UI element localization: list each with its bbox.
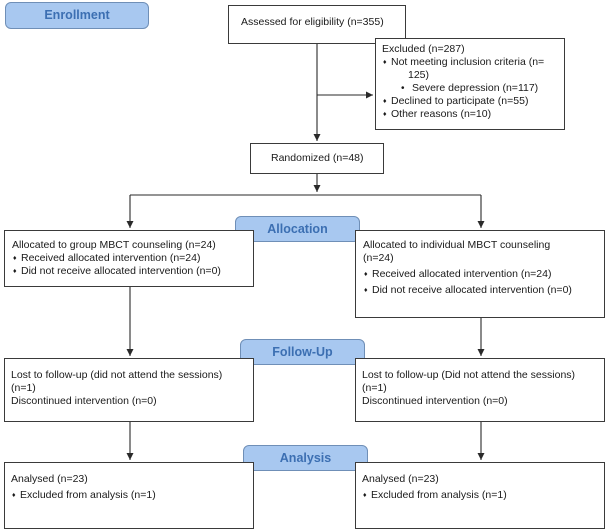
followup-group-box: Lost to follow-up (did not attend the se…	[4, 358, 254, 422]
stage-allocation: Allocation	[235, 216, 360, 242]
randomized-text: Randomized (n=48)	[271, 152, 364, 164]
stage-followup-label: Follow-Up	[272, 345, 333, 359]
excluded-box: Excluded (n=287) Not meeting inclusion c…	[375, 38, 565, 130]
excluded-not-meeting: Not meeting inclusion criteria (n=	[382, 56, 564, 69]
followup-individual-lost-count: (n=1)	[362, 382, 387, 394]
analysis-individual-box: Analysed (n=23) Excluded from analysis (…	[355, 462, 605, 529]
followup-individual-lost: Lost to follow-up (Did not attend the se…	[362, 369, 576, 381]
excluded-other: Other reasons (n=10)	[382, 108, 564, 121]
followup-group-lost-count: (n=1)	[11, 382, 36, 394]
followup-individual-box: Lost to follow-up (Did not attend the se…	[355, 358, 605, 422]
allocation-individual-box: Allocated to individual MBCT counseling …	[355, 230, 605, 318]
allocation-individual-received: Received allocated intervention (n=24)	[363, 268, 604, 281]
excluded-not-meeting-count: 125)	[408, 69, 430, 81]
followup-group-discontinued: Discontinued intervention (n=0)	[11, 395, 157, 407]
stage-followup: Follow-Up	[240, 339, 365, 365]
excluded-title: Excluded (n=287)	[382, 43, 465, 55]
stage-allocation-label: Allocation	[267, 222, 328, 236]
allocation-individual-title: Allocated to individual MBCT counseling	[363, 239, 551, 251]
allocation-individual-not-received: Did not receive allocated intervention (…	[363, 284, 604, 297]
followup-group-lost: Lost to follow-up (did not attend the se…	[11, 369, 223, 381]
stage-enrollment: Enrollment	[5, 2, 149, 29]
stage-analysis-label: Analysis	[279, 451, 332, 465]
excluded-declined: Declined to participate (n=55)	[382, 95, 564, 108]
allocation-group-title: Allocated to group MBCT counseling (n=24…	[12, 239, 216, 251]
assessed-box: Assessed for eligibility (n=355)	[228, 5, 406, 44]
stage-analysis: Analysis	[243, 445, 368, 471]
analysis-individual-excluded: Excluded from analysis (n=1)	[362, 489, 604, 502]
analysis-group-box: Analysed (n=23) Excluded from analysis (…	[4, 462, 254, 529]
randomized-box: Randomized (n=48)	[250, 143, 384, 174]
followup-individual-discontinued: Discontinued intervention (n=0)	[362, 395, 508, 407]
analysis-group-analysed: Analysed (n=23)	[11, 473, 88, 485]
analysis-group-excluded: Excluded from analysis (n=1)	[11, 489, 253, 502]
allocation-individual-count: (n=24)	[363, 252, 394, 264]
allocation-group-not-received: Did not receive allocated intervention (…	[12, 265, 253, 278]
analysis-individual-analysed: Analysed (n=23)	[362, 473, 439, 485]
allocation-group-received: Received allocated intervention (n=24)	[12, 252, 253, 265]
stage-enrollment-label: Enrollment	[44, 8, 110, 22]
allocation-group-box: Allocated to group MBCT counseling (n=24…	[4, 230, 254, 287]
excluded-severe-depression: Severe depression (n=117)	[382, 82, 564, 95]
assessed-text: Assessed for eligibility (n=355)	[241, 16, 384, 28]
